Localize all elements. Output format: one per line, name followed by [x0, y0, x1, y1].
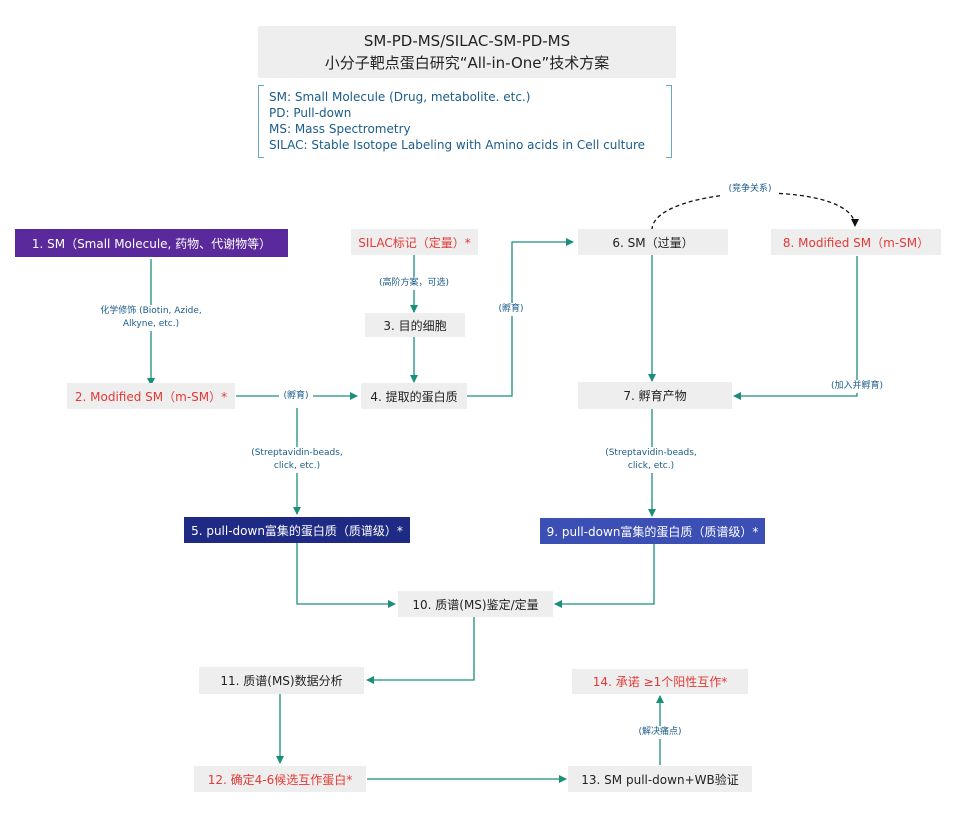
- edge-label-streptavidin-left-line2: click, etc.): [273, 461, 321, 471]
- node-14-positive-interaction: 14. 承诺 ≥1个阳性互作*: [572, 669, 748, 694]
- node-2-modified-sm: 2. Modified SM（m-SM）*: [67, 383, 235, 409]
- node-13-wb-validation: 13. SM pull-down+WB验证: [568, 766, 752, 792]
- abbreviation-legend: SM: Small Molecule (Drug, metabolite. et…: [258, 85, 672, 158]
- edge-label-add-incubate: (加入并孵育): [826, 380, 888, 393]
- edge-label-high-order: (高阶方案，可选): [368, 277, 460, 290]
- page-title: SM-PD-MS/SILAC-SM-PD-MS: [363, 32, 571, 50]
- arrow-10-to-11: [366, 617, 475, 684]
- node-1-small-molecule: 1. SM（Small Molecule, 药物、代谢物等）: [15, 229, 288, 257]
- edge-label-chemical-modification-line2: Alkyne, etc.): [122, 319, 180, 329]
- node-5-pulldown-protein: 5. pull-down富集的蛋白质（质谱级）*: [184, 517, 410, 543]
- edge-label-solve-pain: (解决痛点): [634, 726, 686, 739]
- edge-label-streptavidin-left: (Streptavidin-beads, click, etc.): [244, 447, 350, 473]
- node-6-sm-excess: 6. SM（过量）: [578, 229, 728, 255]
- arrow-4-to-6: [467, 238, 574, 397]
- node-9-pulldown-protein: 9. pull-down富集的蛋白质（质谱级）*: [540, 518, 765, 544]
- edge-label-streptavidin-right-line1: (Streptavidin-beads,: [605, 448, 697, 458]
- legend-item-sm: SM: Small Molecule (Drug, metabolite. et…: [269, 90, 531, 104]
- node-8-modified-sm: 8. Modified SM（m-SM）: [771, 229, 941, 255]
- edge-label-streptavidin-right-line2: click, etc.): [627, 461, 675, 471]
- page-subtitle: 小分子靶点蛋白研究“All-in-One”技术方案: [324, 54, 610, 72]
- arrow-compete: [651, 192, 859, 231]
- legend-item-ms: MS: Mass Spectrometry: [269, 122, 411, 136]
- edge-label-streptavidin-left-line1: (Streptavidin-beads,: [251, 448, 343, 458]
- node-silac-labeling: SILAC标记（定量）*: [351, 229, 478, 255]
- arrow-8-to-7: [733, 256, 858, 400]
- title-box: SM-PD-MS/SILAC-SM-PD-MS 小分子靶点蛋白研究“All-in…: [258, 26, 676, 78]
- arrow-9-to-10: [554, 544, 655, 608]
- legend-item-pd: PD: Pull-down: [269, 106, 352, 120]
- node-7-incubation-product: 7. 孵育产物: [578, 382, 732, 409]
- legend-item-silac: SILAC: Stable Isotope Labeling with Amin…: [269, 138, 646, 152]
- edge-label-incubate-2-4: (孵育): [279, 390, 313, 403]
- node-10-ms-identification: 10. 质谱(MS)鉴定/定量: [398, 591, 553, 617]
- node-3-target-cells: 3. 目的细胞: [365, 313, 465, 337]
- edge-label-chemical-modification: 化学修饰 (Biotin, Azide, Alkyne, etc.): [80, 305, 222, 331]
- arrow-5-to-10: [296, 543, 396, 608]
- node-4-extracted-protein: 4. 提取的蛋白质: [361, 383, 467, 409]
- edge-label-streptavidin-right: (Streptavidin-beads, click, etc.): [598, 447, 704, 473]
- edge-label-chemical-modification-line1: 化学修饰 (Biotin, Azide,: [100, 306, 202, 316]
- node-12-candidate-proteins: 12. 确定4-6候选互作蛋白*: [194, 766, 366, 792]
- edge-label-compete: (竞争关系): [722, 183, 778, 196]
- edge-label-incubate-4-6: (孵育): [494, 303, 528, 316]
- node-11-ms-data-analysis: 11. 质谱(MS)数据分析: [199, 667, 364, 694]
